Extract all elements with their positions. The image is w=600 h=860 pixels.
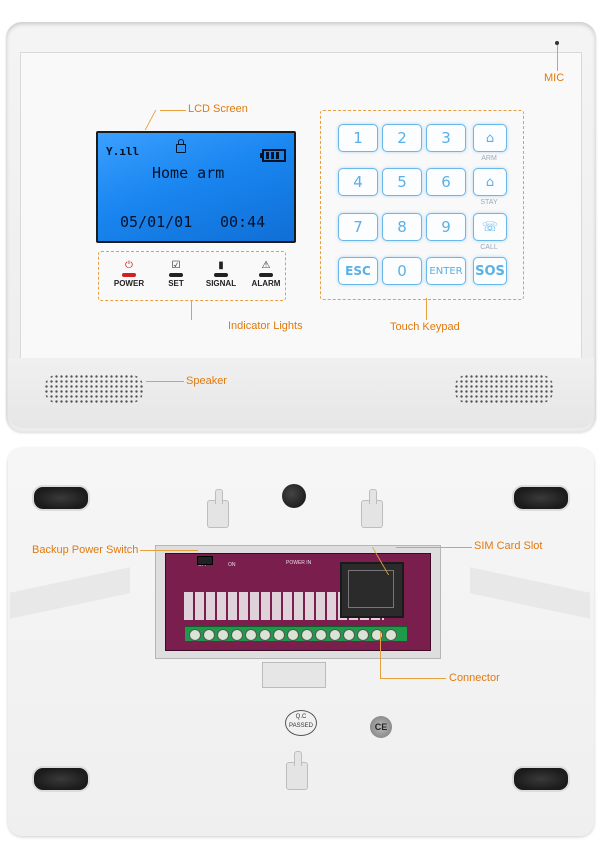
speaker-leader [146,381,184,382]
key-5[interactable]: 5 [382,168,422,196]
lcd-status: Home arm [152,164,225,182]
arm-key[interactable]: ⌂ [473,124,507,152]
wall-hanger-bottom [286,751,308,790]
pcb-on-label: ON [228,562,236,568]
indicator-power: ⏻ POWER [104,260,154,288]
call-key[interactable]: ☏ [473,213,507,241]
set-led [169,273,183,277]
pcb-off-label: OFF [198,562,208,568]
lcd-screen-label: LCD Screen [188,103,248,115]
backup-power-switch-label: Backup Power Switch [32,544,139,556]
key-4[interactable]: 4 [338,168,378,196]
backup-switch-leader [140,550,198,551]
indicator-set: ☑ SET [151,260,201,288]
arm-caption: ARM [481,155,497,162]
touch-keypad-label: Touch Keypad [390,321,460,333]
indicator-lights-label: Indicator Lights [228,320,303,332]
rubber-foot-bottom-right [512,766,570,792]
sim-card-slot[interactable] [340,562,404,618]
alarm-indicator-label: ALARM [251,279,281,288]
lcd-date: 05/01/01 [120,213,193,231]
rubber-foot-top-right [512,485,570,511]
power-indicator-label: POWER [113,279,145,288]
keypad-leader [426,298,427,320]
speaker-label: Speaker [186,375,227,387]
alarm-icon: ⚠ [261,260,271,271]
connector-leader-v [380,632,381,678]
set-icon: ☑ [171,260,181,271]
key-esc[interactable]: ESC [338,257,378,285]
indicator-signal: ▮ SIGNAL [196,260,246,288]
lcd-leader-h [160,110,186,111]
stay-key[interactable]: ⌂ [473,168,507,196]
key-7[interactable]: 7 [338,213,378,241]
screw-hole [282,484,306,508]
key-9[interactable]: 9 [426,213,466,241]
ce-mark: CE [370,716,392,738]
indicator-leader [191,300,192,320]
signal-indicator-label: SIGNAL [205,279,237,288]
key-2[interactable]: 2 [382,124,422,152]
indicator-alarm: ⚠ ALARM [241,260,291,288]
backup-power-switch[interactable] [197,556,213,565]
cable-opening [262,662,326,688]
key-6[interactable]: 6 [426,168,466,196]
lock-icon [176,139,186,153]
speaker-grille-right [454,374,554,404]
sim-leader-h [396,547,472,548]
indicator-lights-panel: ⏻ POWER ☑ SET ▮ SIGNAL ⚠ ALARM [98,251,286,301]
connector-label: Connector [449,672,500,684]
lcd-screen: Y.ıll Home arm 05/01/01 00:44 [96,131,296,243]
set-indicator-label: SET [168,279,184,288]
pcb-power-in-label: POWER IN [286,560,312,566]
signal-led [214,273,228,277]
key-enter[interactable]: ENTER [426,257,466,285]
speaker-grille-left [44,374,144,404]
rubber-foot-bottom-left [32,766,90,792]
rubber-foot-top-left [32,485,90,511]
mic-hole [555,41,559,45]
key-0[interactable]: 0 [382,257,422,285]
power-icon: ⏻ [125,260,133,271]
sos-key[interactable]: SOS [473,257,507,285]
call-caption: CALL [480,244,498,251]
key-3[interactable]: 3 [426,124,466,152]
alarm-led [259,273,273,277]
key-1[interactable]: 1 [338,124,378,152]
power-led [122,273,136,277]
connector-leader-h [380,678,446,679]
key-8[interactable]: 8 [382,213,422,241]
sim-card-slot-label: SIM Card Slot [474,540,543,552]
mic-label: MIC [544,72,565,84]
lcd-time: 00:44 [220,213,266,231]
wall-hanger-left [207,489,229,528]
signal-strength-icon: Y.ıll [106,145,140,158]
wall-hanger-right [361,489,383,528]
qc-passed-stamp: Q.C PASSED [285,710,317,736]
connector-terminal-block [185,625,407,641]
signal-icon: ▮ [218,260,224,271]
battery-icon [260,149,286,162]
mic-leader [557,45,558,71]
touch-keypad-panel [320,110,524,300]
stay-caption: STAY [480,199,498,206]
